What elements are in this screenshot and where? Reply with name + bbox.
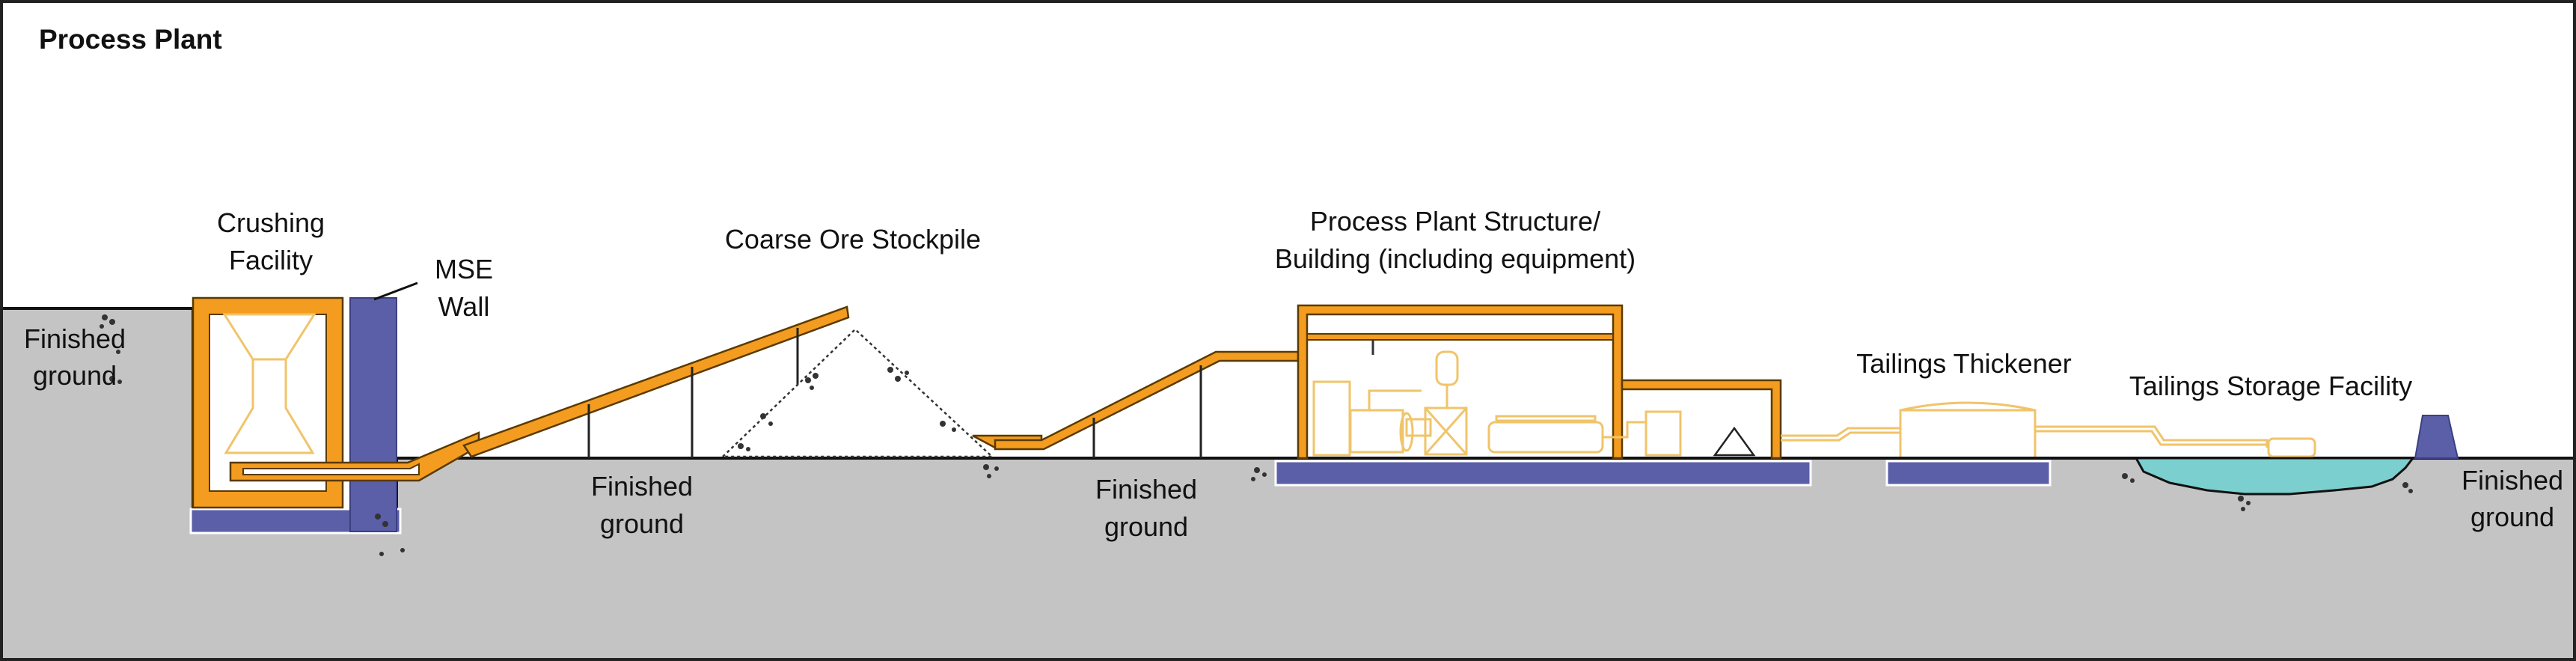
plant-main-frame <box>1297 304 1624 460</box>
label-finished-ground-3b: ground <box>1104 511 1188 542</box>
coarse-ore-stockpile <box>720 328 995 458</box>
stockpile-rocks <box>738 367 956 451</box>
label-finished-ground-2b: ground <box>600 508 684 539</box>
crusher-conveyor-inner <box>242 463 420 475</box>
process-plant-building <box>1274 304 1812 487</box>
ground-rocks <box>100 314 2413 556</box>
equipment-pipe-2 <box>1603 421 1646 439</box>
plant-equipment <box>1312 350 1756 457</box>
conveyor-1-belt <box>462 305 850 458</box>
equipment-mill-end <box>1399 412 1414 452</box>
tailings-thickener <box>1885 401 2052 487</box>
plant-crane-rail <box>1306 333 1614 341</box>
thickener-foundation <box>1885 460 2052 487</box>
tsf-discharge-pipe <box>2267 437 2316 458</box>
label-process-plant-2: Building (including equipment) <box>1275 243 1636 274</box>
crusher-hopper <box>222 313 316 454</box>
label-finished-ground-1b: ground <box>33 360 117 391</box>
label-crushing-1: Crushing <box>217 207 325 238</box>
crusher-frame-inner <box>209 314 327 492</box>
equipment-concentrate-pile <box>1713 426 1756 457</box>
label-finished-ground-2a: Finished <box>591 471 693 502</box>
mse-wall-block <box>349 297 397 532</box>
tailings-pipe-2b <box>2035 430 2267 446</box>
label-finished-ground-4a: Finished <box>2462 465 2563 496</box>
label-coarse-ore-stockpile: Coarse Ore Stockpile <box>725 224 981 255</box>
tsf-pond <box>2134 457 2416 496</box>
equipment-pump <box>1405 418 1432 437</box>
equipment-annex-tank <box>1645 410 1682 457</box>
tailings-pipe-2 <box>2035 425 2268 448</box>
equipment-pipe-1 <box>1368 389 1422 410</box>
equipment-long-mill-cap <box>1495 415 1597 422</box>
label-finished-ground-3a: Finished <box>1095 474 1197 505</box>
equipment-mill <box>1349 409 1404 454</box>
tailings-storage-facility <box>2134 415 2459 496</box>
label-mse-wall-1: MSE <box>435 254 493 284</box>
tailings-pipe-1b <box>1781 431 1900 442</box>
label-finished-ground-1a: Finished <box>24 323 126 354</box>
equipment-brace-2 <box>1424 407 1468 455</box>
label-crushing-2: Facility <box>229 245 313 275</box>
tsf-dam <box>2414 415 2459 459</box>
tailings-pipe-1 <box>1781 427 1900 437</box>
label-tailings-storage-facility: Tailings Storage Facility <box>2129 371 2412 401</box>
plant-foundation <box>1274 460 1812 487</box>
plant-annex-frame <box>1621 379 1782 460</box>
label-tailings-thickener: Tailings Thickener <box>1856 348 2071 379</box>
thickener-tank <box>1899 401 2037 457</box>
mse-wall <box>349 281 418 532</box>
stockpile-pile <box>720 328 995 458</box>
label-mse-wall-2: Wall <box>438 291 490 322</box>
label-process-plant-1: Process Plant Structure/ <box>1310 206 1600 237</box>
diagram-title: Process Plant <box>39 24 222 55</box>
mse-wall-leader <box>373 281 418 301</box>
label-finished-ground-4b: ground <box>2471 502 2554 532</box>
